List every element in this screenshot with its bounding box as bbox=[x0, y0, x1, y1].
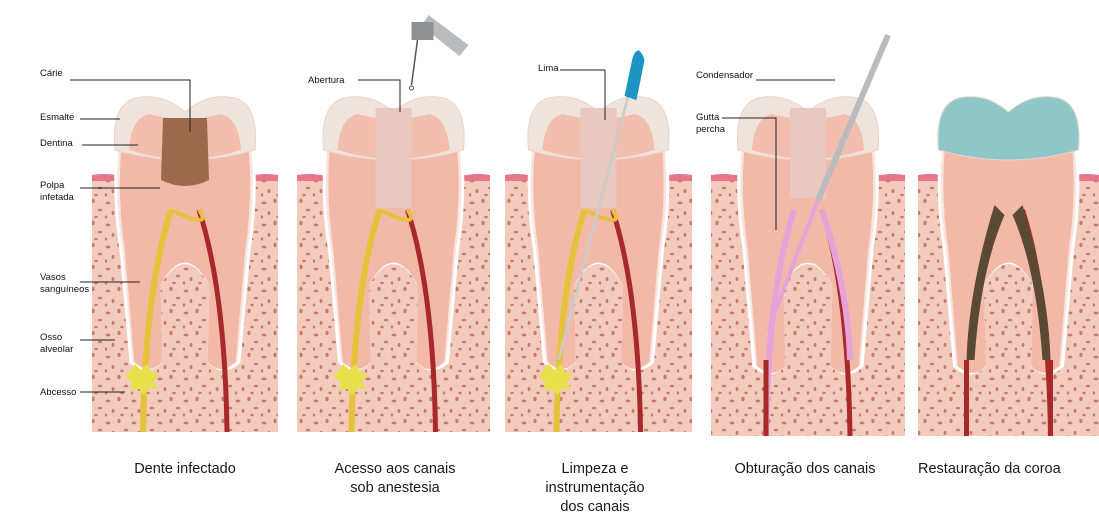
drill-tip bbox=[410, 86, 414, 90]
caries bbox=[161, 118, 209, 186]
caption-acesso-canais: Acesso aos canais sob anestesia bbox=[295, 460, 495, 498]
drill-head bbox=[412, 22, 434, 40]
caption-obturacao: Obturação dos canais bbox=[705, 460, 905, 479]
label-polpa-infetada: Polpa infetada bbox=[40, 180, 74, 204]
caption-dente-infectado: Dente infectado bbox=[95, 460, 275, 479]
label-abcesso: Abcesso bbox=[40, 387, 76, 399]
label-vasos-sanguineos: Vasos sanguíneos bbox=[40, 272, 89, 296]
drill-bit bbox=[412, 40, 418, 85]
tooth-panel-3 bbox=[505, 50, 692, 432]
access-opening bbox=[790, 108, 826, 198]
label-esmalte: Esmalte bbox=[40, 112, 74, 124]
tooth-panel-4 bbox=[711, 35, 905, 436]
label-lima: Lima bbox=[538, 63, 559, 75]
label-abertura: Abertura bbox=[308, 75, 344, 87]
tooth-panel-1 bbox=[92, 97, 278, 432]
label-condensador: Condensador bbox=[696, 70, 753, 82]
file-handle bbox=[625, 50, 645, 100]
caption-limpeza-instrumentacao: Limpeza e instrumentação dos canais bbox=[500, 460, 690, 517]
tooth-panel-5 bbox=[918, 97, 1099, 436]
caption-restauracao-coroa: Restauração da coroa bbox=[918, 460, 1099, 479]
label-gutta-percha: Gutta percha bbox=[696, 112, 725, 136]
access-opening bbox=[376, 108, 412, 208]
label-dentina: Dentina bbox=[40, 138, 73, 150]
label-osso-alveolar: Osso alveolar bbox=[40, 332, 73, 356]
label-carie: Cárie bbox=[40, 68, 63, 80]
